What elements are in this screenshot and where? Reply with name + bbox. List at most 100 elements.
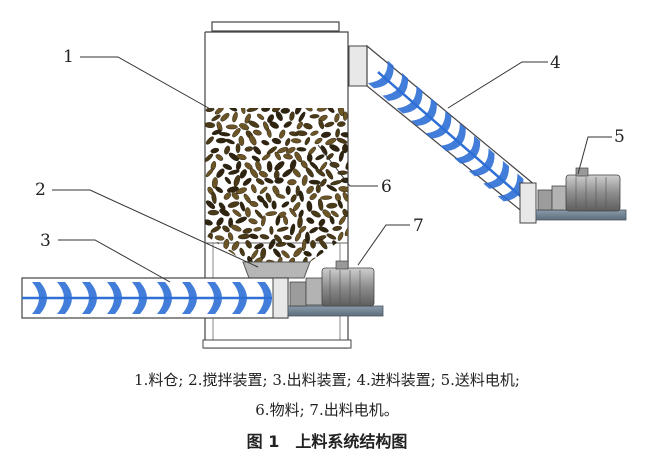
material-particle bbox=[342, 111, 348, 121]
outlet-conveyor bbox=[21, 277, 289, 319]
material-particle bbox=[232, 111, 238, 123]
material-particle bbox=[276, 226, 289, 232]
material-particle bbox=[305, 167, 314, 178]
material-particle bbox=[326, 233, 337, 240]
material-particle bbox=[231, 241, 240, 251]
material-particle bbox=[211, 177, 218, 189]
material-particle bbox=[259, 186, 268, 194]
material-particle bbox=[324, 121, 335, 128]
material-particle bbox=[275, 193, 286, 199]
screw-flight bbox=[207, 282, 222, 314]
material-particle bbox=[295, 130, 308, 136]
material-particle bbox=[326, 184, 338, 192]
material-particle bbox=[215, 186, 224, 193]
material-particle bbox=[332, 225, 343, 231]
material-particle bbox=[244, 146, 254, 152]
material-particle bbox=[340, 132, 348, 138]
leader-7 bbox=[357, 224, 410, 266]
material-particle bbox=[265, 211, 278, 216]
material-particle bbox=[242, 228, 253, 234]
material-particle bbox=[316, 108, 327, 112]
screw-flight bbox=[132, 282, 147, 314]
material-particle bbox=[293, 247, 303, 258]
material-particle bbox=[211, 191, 217, 204]
material-particle bbox=[259, 234, 270, 240]
material-particle bbox=[266, 128, 272, 138]
material-particle bbox=[315, 168, 326, 177]
material-particle bbox=[309, 227, 319, 234]
material-particle bbox=[254, 243, 264, 250]
material-particle bbox=[274, 161, 285, 171]
material-particle bbox=[295, 108, 302, 115]
screw-flight bbox=[232, 282, 247, 314]
material-particle bbox=[264, 177, 274, 184]
material-particle bbox=[249, 233, 259, 240]
label-5: 5 bbox=[614, 127, 625, 147]
material-particle bbox=[239, 201, 246, 212]
material-particle bbox=[282, 168, 293, 178]
leader-4 bbox=[447, 61, 548, 109]
material-particle bbox=[288, 257, 295, 262]
material-particle bbox=[289, 207, 297, 218]
material-particle bbox=[227, 232, 234, 241]
material-particle bbox=[283, 215, 289, 226]
material-particle bbox=[239, 123, 250, 131]
leader-6 bbox=[317, 144, 378, 187]
material-particle bbox=[327, 108, 335, 113]
material-particle bbox=[338, 215, 346, 225]
material-particle bbox=[303, 123, 313, 130]
material-particle bbox=[330, 210, 339, 218]
material-particle bbox=[215, 137, 227, 144]
material-particle bbox=[236, 153, 247, 161]
screw-flight bbox=[425, 110, 452, 139]
material-particle bbox=[306, 153, 313, 163]
material-particle bbox=[281, 250, 290, 259]
material-particle bbox=[319, 239, 328, 250]
material-particle bbox=[239, 247, 245, 257]
material-particle bbox=[290, 194, 297, 203]
leader-5 bbox=[577, 136, 612, 175]
material-particle bbox=[320, 131, 332, 138]
material-particle bbox=[315, 184, 321, 194]
material-particle bbox=[218, 132, 231, 137]
material-particle bbox=[266, 160, 273, 173]
material-particle bbox=[261, 108, 271, 112]
material-particle bbox=[228, 152, 239, 162]
material-particle bbox=[326, 202, 338, 209]
material-particle bbox=[337, 121, 346, 127]
material-particle bbox=[255, 178, 265, 185]
material-particle bbox=[275, 241, 287, 247]
material-particle bbox=[289, 111, 295, 121]
material-particle bbox=[261, 153, 271, 161]
material-particle bbox=[280, 108, 290, 114]
material-particle bbox=[238, 135, 245, 146]
material-particle bbox=[269, 121, 279, 129]
material-particle bbox=[224, 145, 231, 155]
material-particle bbox=[205, 200, 216, 210]
screw-flight bbox=[382, 73, 409, 101]
material-particle bbox=[227, 108, 238, 112]
material-particle bbox=[251, 155, 261, 162]
material-particle bbox=[228, 169, 240, 175]
material-particle bbox=[225, 124, 238, 130]
material-particle bbox=[301, 174, 308, 186]
label-4: 4 bbox=[550, 53, 561, 73]
material-particle bbox=[342, 143, 348, 154]
material-particle bbox=[342, 191, 348, 202]
material-particle bbox=[305, 231, 310, 244]
material-particle bbox=[287, 179, 297, 186]
material-particle bbox=[205, 122, 216, 129]
material-particle bbox=[210, 225, 221, 233]
leader-3 bbox=[58, 239, 171, 283]
material-particle bbox=[245, 240, 252, 249]
material-particle bbox=[256, 113, 265, 120]
material-particle bbox=[342, 208, 348, 217]
material-particle bbox=[329, 216, 335, 225]
material-particle bbox=[266, 259, 277, 262]
material-pile bbox=[205, 108, 348, 262]
material-particle bbox=[306, 217, 315, 224]
material-particle bbox=[338, 150, 344, 162]
material-particle bbox=[211, 129, 222, 135]
material-particle bbox=[242, 177, 252, 186]
material-particle bbox=[247, 255, 253, 262]
